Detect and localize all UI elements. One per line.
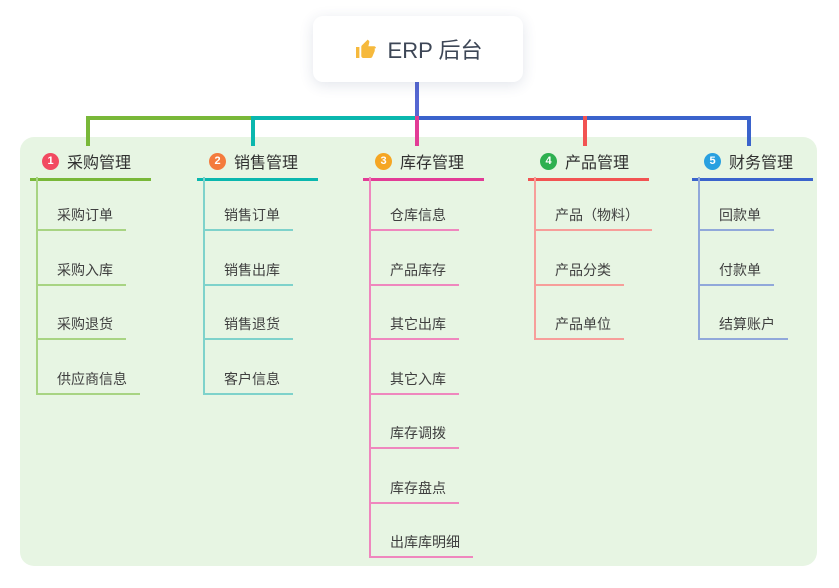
- child-node[interactable]: 结算账户: [698, 306, 788, 340]
- child-node[interactable]: 产品库存: [369, 252, 459, 286]
- branch-node-label: 销售管理: [234, 155, 299, 172]
- branch-drop-line: [747, 116, 751, 146]
- child-node[interactable]: 库存盘点: [369, 470, 459, 504]
- branch-bus-segment: [251, 116, 417, 120]
- thumbs-up-icon: [355, 39, 376, 58]
- child-node[interactable]: 其它出库: [369, 306, 459, 340]
- branch-node-label: 库存管理: [400, 155, 465, 172]
- branch-node-1[interactable]: 1 采购管理: [30, 144, 152, 181]
- child-node[interactable]: 其它入库: [369, 361, 459, 395]
- children-connector-line: [369, 177, 371, 558]
- branch-drop-line: [251, 116, 255, 146]
- branch-node-5[interactable]: 5 财务管理: [692, 144, 814, 181]
- child-node[interactable]: 付款单: [698, 252, 774, 286]
- root-node[interactable]: ERP 后台: [313, 16, 523, 82]
- branch-node-label: 产品管理: [565, 155, 630, 172]
- child-node[interactable]: 产品（物料）: [534, 197, 652, 231]
- children-connector-line: [203, 177, 205, 395]
- branch-node-label: 采购管理: [67, 155, 132, 172]
- child-node[interactable]: 产品分类: [534, 252, 624, 286]
- child-node[interactable]: 销售订单: [203, 197, 293, 231]
- children-connector-line: [698, 177, 700, 340]
- branch-number-badge: 1: [42, 152, 59, 170]
- child-node[interactable]: 采购入库: [36, 252, 126, 286]
- child-node[interactable]: 回款单: [698, 197, 774, 231]
- child-node[interactable]: 产品单位: [534, 306, 624, 340]
- children-connector-line: [36, 177, 38, 395]
- child-node[interactable]: 供应商信息: [36, 361, 140, 395]
- branch-node-label: 财务管理: [729, 155, 794, 172]
- child-node[interactable]: 出库库明细: [369, 524, 473, 558]
- child-node[interactable]: 仓库信息: [369, 197, 459, 231]
- child-node[interactable]: 销售出库: [203, 252, 293, 286]
- branch-number-badge: 2: [209, 152, 226, 170]
- branch-number-badge: 4: [540, 152, 557, 170]
- branches-panel: [20, 137, 817, 566]
- child-node[interactable]: 采购退货: [36, 306, 126, 340]
- child-node[interactable]: 销售退货: [203, 306, 293, 340]
- branch-node-2[interactable]: 2 销售管理: [197, 144, 319, 181]
- root-connector-line: [415, 82, 419, 120]
- children-connector-line: [534, 177, 536, 340]
- branch-drop-line: [583, 116, 587, 146]
- branch-node-3[interactable]: 3 库存管理: [363, 144, 485, 181]
- root-node-label: ERP 后台: [387, 38, 483, 63]
- branch-number-badge: 5: [704, 152, 721, 170]
- branch-node-4[interactable]: 4 产品管理: [528, 144, 650, 181]
- branch-drop-line: [415, 116, 419, 146]
- child-node[interactable]: 库存调拨: [369, 415, 459, 449]
- branch-bus-segment: [86, 116, 253, 120]
- branch-number-badge: 3: [375, 152, 392, 170]
- child-node[interactable]: 客户信息: [203, 361, 293, 395]
- child-node[interactable]: 采购订单: [36, 197, 126, 231]
- branch-drop-line: [86, 116, 90, 146]
